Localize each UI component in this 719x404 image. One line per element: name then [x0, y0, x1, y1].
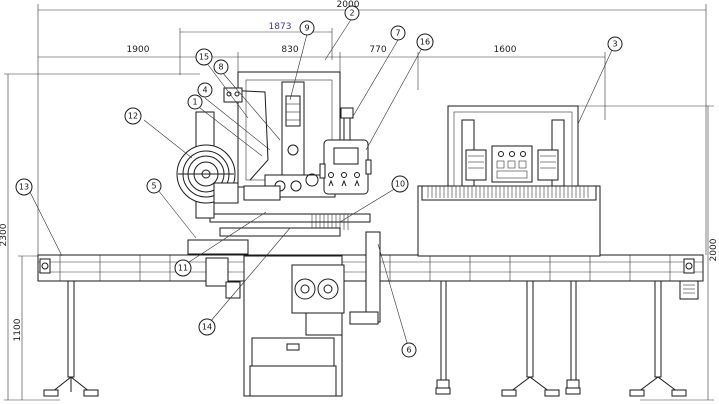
svg-text:16: 16 [420, 38, 430, 47]
callout-6: 6 [401, 342, 417, 358]
callout-4: 4 [197, 82, 213, 98]
control-panel [319, 139, 372, 195]
svg-text:9: 9 [304, 24, 309, 33]
svg-text:10: 10 [395, 180, 405, 189]
heat-tunnel [417, 105, 601, 257]
callout-2: 2 [344, 5, 360, 21]
dim-1600: 1600 [494, 45, 517, 55]
callout-10: 10 [391, 175, 409, 193]
callout-15: 15 [195, 48, 213, 66]
svg-text:7: 7 [395, 29, 400, 38]
svg-text:4: 4 [202, 86, 207, 95]
svg-text:12: 12 [128, 112, 138, 121]
dim-left-2300: 2300 [0, 223, 9, 246]
svg-text:6: 6 [406, 346, 411, 355]
label-reel [176, 111, 239, 219]
dim-right-2000: 2000 [709, 238, 719, 261]
svg-text:13: 13 [19, 183, 29, 192]
callout-1: 1 [187, 94, 203, 110]
svg-text:5: 5 [151, 182, 156, 191]
control-panel-screen [333, 147, 359, 165]
conveyor-end-cap-right [683, 258, 695, 274]
svg-text:1: 1 [192, 98, 197, 107]
dim-1900: 1900 [127, 45, 150, 55]
callout-7: 7 [390, 25, 406, 41]
callout-leaders [29, 17, 613, 347]
conveyor-end-cap-left [39, 258, 51, 274]
svg-text:3: 3 [612, 40, 617, 49]
dim-top-overall: 2000 [337, 0, 360, 10]
svg-text:11: 11 [178, 264, 188, 273]
conveyor-motor [679, 280, 699, 300]
dim-770: 770 [369, 45, 386, 55]
callout-12: 12 [124, 107, 142, 125]
callout-9: 9 [299, 20, 315, 36]
callout-16: 16 [416, 33, 434, 51]
conveyor-legs [43, 280, 687, 397]
svg-text:15: 15 [199, 53, 209, 62]
callout-8: 8 [213, 59, 229, 75]
svg-text:2: 2 [349, 9, 354, 18]
dim-left-1100: 1100 [13, 318, 23, 341]
dim-1873: 1873 [269, 22, 292, 32]
callout-3: 3 [607, 36, 623, 52]
sleeving-machine [187, 71, 381, 397]
callout-13: 13 [15, 178, 33, 196]
svg-text:14: 14 [202, 323, 212, 332]
svg-text:8: 8 [218, 63, 223, 72]
dim-830: 830 [281, 45, 298, 55]
callout-11: 11 [174, 259, 192, 277]
callout-14: 14 [198, 318, 216, 336]
callout-5: 5 [146, 178, 162, 194]
callout-bubbles: 1 2 3 4 5 6 7 8 [15, 5, 623, 358]
